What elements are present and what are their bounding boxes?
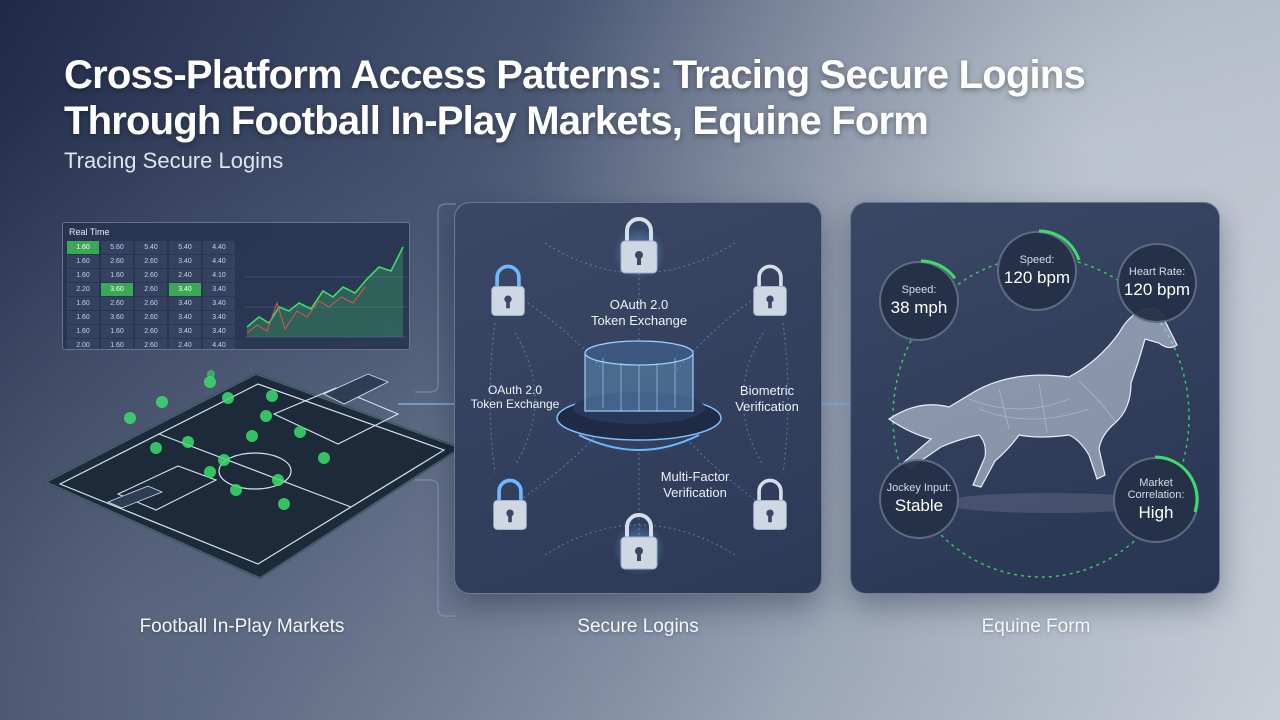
secure-logins-panel: OAuth 2.0 Token Exchange OAuth 2.0 Token… bbox=[454, 202, 822, 594]
label-oauth-left: OAuth 2.0 Token Exchange bbox=[470, 383, 560, 412]
odds-cell: 5.40 bbox=[169, 241, 201, 254]
odds-cell: 1.60 bbox=[67, 269, 99, 282]
metric-value: 38 mph bbox=[890, 298, 948, 317]
odds-cell: 2.60 bbox=[135, 311, 167, 324]
odds-cell: 5.60 bbox=[101, 241, 133, 254]
odds-line-chart bbox=[245, 246, 407, 338]
caption-equine: Equine Form bbox=[981, 616, 1091, 637]
odds-cell: 1.60 bbox=[67, 297, 99, 310]
metric-market-correlation: Market Correlation: High bbox=[1113, 455, 1199, 543]
dashboard-header: Real Time bbox=[69, 227, 110, 237]
metric-speed-mph: Speed: 38 mph bbox=[879, 259, 959, 341]
horse-graphic bbox=[887, 308, 1178, 488]
odds-cell: 2.40 bbox=[169, 269, 201, 282]
odds-cell: 2.60 bbox=[135, 297, 167, 310]
metric-jockey-input: Jockey Input: Stable bbox=[879, 459, 959, 539]
padlock-icon-top-left bbox=[491, 264, 525, 316]
odds-cell: 4.40 bbox=[203, 339, 235, 349]
odds-cell: 1.60 bbox=[101, 339, 133, 349]
odds-cell: 2.00 bbox=[67, 339, 99, 349]
padlock-icon-bottom-right bbox=[753, 478, 787, 530]
football-pitch bbox=[43, 370, 463, 580]
padlock-icon-bottom bbox=[613, 513, 665, 575]
odds-cell: 5.40 bbox=[135, 241, 167, 254]
odds-cell: 2.60 bbox=[135, 255, 167, 268]
odds-cell: 2.60 bbox=[101, 297, 133, 310]
odds-cell: 2.60 bbox=[101, 255, 133, 268]
metric-value: 120 bpm bbox=[1003, 268, 1071, 287]
caption-football: Football In-Play Markets bbox=[139, 616, 345, 637]
odds-cell: 2.60 bbox=[135, 325, 167, 338]
padlock-icon-top-right bbox=[753, 264, 787, 316]
odds-cell: 3.40 bbox=[203, 325, 235, 338]
metric-label: Speed: bbox=[1019, 254, 1055, 266]
odds-cell: 3.40 bbox=[169, 255, 201, 268]
odds-cell: 3.60 bbox=[101, 311, 133, 324]
metric-arc bbox=[920, 259, 957, 280]
label-oauth-top: OAuth 2.0 Token Exchange bbox=[590, 297, 688, 328]
metric-label: Jockey Input: bbox=[886, 482, 952, 494]
odds-cell: 1.60 bbox=[67, 241, 99, 254]
label-biometric: Biometric Verification bbox=[735, 383, 799, 414]
odds-cell: 1.60 bbox=[101, 325, 133, 338]
metric-value: High bbox=[1138, 503, 1174, 522]
equine-form-panel: Speed: 120 bpm Heart Rate: 120 bpm Speed… bbox=[850, 202, 1220, 594]
page-title: Cross-Platform Access Patterns: Tracing … bbox=[64, 53, 1086, 143]
padlock-icon-top bbox=[613, 217, 665, 279]
odds-cell: 2.40 bbox=[169, 339, 201, 349]
metric-speed-bpm: Speed: 120 bpm bbox=[997, 229, 1081, 311]
caption-secure: Secure Logins bbox=[577, 616, 699, 637]
metric-label: Heart Rate: bbox=[1128, 266, 1186, 278]
odds-cell: 2.60 bbox=[135, 339, 167, 349]
odds-cell: 3.40 bbox=[203, 283, 235, 296]
odds-cell: 2.60 bbox=[135, 283, 167, 296]
padlock-icon-bottom-left bbox=[493, 478, 527, 530]
odds-cell: 3.60 bbox=[101, 283, 133, 296]
odds-cell: 4.40 bbox=[203, 255, 235, 268]
metric-arc bbox=[1154, 455, 1199, 513]
secure-network-graphic bbox=[489, 242, 789, 556]
odds-cell: 1.60 bbox=[67, 311, 99, 324]
label-multi-factor: Multi-Factor Verification bbox=[660, 469, 730, 500]
odds-cell: 3.40 bbox=[169, 297, 201, 310]
odds-cell: 3.40 bbox=[203, 297, 235, 310]
odds-cell: 1.60 bbox=[67, 255, 99, 268]
metric-heart-rate: Heart Rate: 120 bpm bbox=[1117, 243, 1197, 323]
odds-cell: 3.40 bbox=[203, 311, 235, 324]
page-subtitle: Tracing Secure Logins bbox=[64, 148, 284, 173]
metric-label: Market Correlation: bbox=[1127, 477, 1185, 501]
odds-cell: 4.10 bbox=[203, 269, 235, 282]
odds-cell: 3.40 bbox=[169, 283, 201, 296]
odds-cell: 2.60 bbox=[135, 269, 167, 282]
odds-cell: 3.40 bbox=[169, 311, 201, 324]
metric-label: Speed: bbox=[901, 284, 937, 296]
odds-cell: 3.40 bbox=[169, 325, 201, 338]
odds-cell: 1.60 bbox=[101, 269, 133, 282]
metric-value: 120 bpm bbox=[1123, 280, 1191, 299]
odds-cell: 1.60 bbox=[67, 325, 99, 338]
odds-cell: 2.20 bbox=[67, 283, 99, 296]
metric-arc bbox=[1038, 229, 1081, 261]
metric-value: Stable bbox=[894, 496, 944, 515]
odds-cell: 4.40 bbox=[203, 241, 235, 254]
